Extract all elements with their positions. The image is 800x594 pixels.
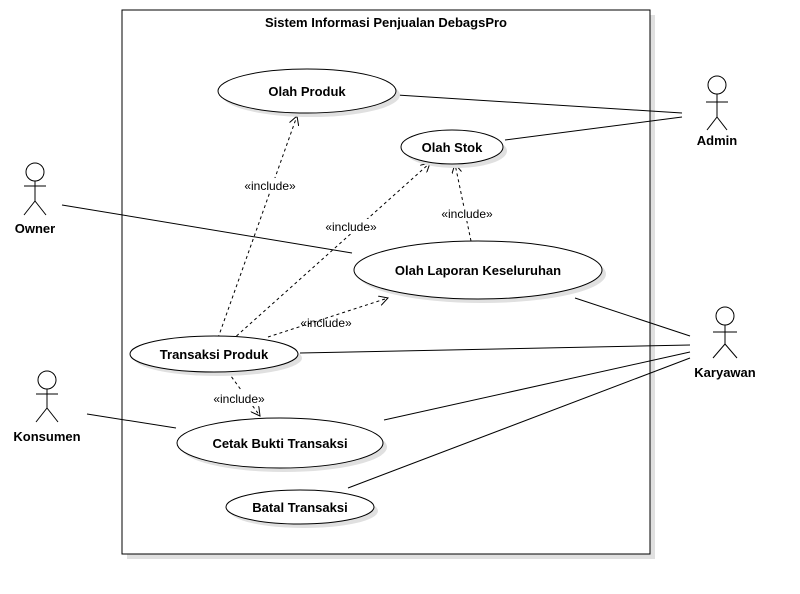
actor-label: Admin xyxy=(697,133,738,148)
use-case-label: Olah Stok xyxy=(422,140,483,155)
include-label: «include» xyxy=(300,316,352,330)
use-case-batal-transaksi[interactable]: Batal Transaksi xyxy=(225,489,378,528)
use-case-transaksi-produk[interactable]: Transaksi Produk xyxy=(129,335,302,376)
use-case-olah-produk[interactable]: Olah Produk xyxy=(217,68,400,117)
assoc-karyawan-olah-laporan xyxy=(574,297,691,337)
actor-konsumen[interactable]: Konsumen xyxy=(13,370,81,444)
assoc-konsumen-cetak xyxy=(86,413,177,429)
include-label: «include» xyxy=(325,220,377,234)
include-transaksi-olah-stok xyxy=(231,163,430,341)
actor-karyawan[interactable]: Karyawan xyxy=(694,306,756,380)
assoc-karyawan-cetak xyxy=(383,351,691,421)
system-title: Sistem Informasi Penjualan DebagsPro xyxy=(265,15,507,30)
actor-label: Owner xyxy=(15,221,55,236)
actor-owner[interactable]: Owner xyxy=(15,162,55,236)
actor-admin[interactable]: Admin xyxy=(697,75,738,148)
actor-head xyxy=(707,75,727,95)
include-label: «include» xyxy=(213,392,265,406)
use-case-label: Cetak Bukti Transaksi xyxy=(212,436,347,451)
associations xyxy=(61,94,691,489)
include-label: «include» xyxy=(244,179,296,193)
use-case-label: Olah Laporan Keseluruhan xyxy=(395,263,561,278)
assoc-owner-olah-laporan xyxy=(61,204,353,254)
assoc-admin-olah-produk xyxy=(396,94,683,114)
use-case-label: Transaksi Produk xyxy=(160,347,269,362)
use-case-label: Olah Produk xyxy=(268,84,346,99)
include-dependencies xyxy=(217,116,472,416)
actor-head xyxy=(715,306,735,326)
use-case-label: Batal Transaksi xyxy=(252,500,347,515)
actors: Admin Owner Karyawan Konsumen xyxy=(13,75,756,444)
use-case-olah-laporan[interactable]: Olah Laporan Keseluruhan xyxy=(353,240,606,303)
actor-label: Konsumen xyxy=(13,429,80,444)
use-cases: Olah Produk Olah Stok Olah Laporan Kesel… xyxy=(129,68,606,528)
use-case-olah-stok[interactable]: Olah Stok xyxy=(400,129,507,168)
include-label: «include» xyxy=(441,207,493,221)
assoc-karyawan-batal xyxy=(347,357,691,489)
use-case-cetak-bukti[interactable]: Cetak Bukti Transaksi xyxy=(176,417,387,472)
actor-head xyxy=(25,162,45,182)
actor-head xyxy=(37,370,57,390)
assoc-admin-olah-stok xyxy=(504,116,683,141)
include-labels: «include» «include» «include» «include» … xyxy=(209,178,497,406)
assoc-karyawan-transaksi xyxy=(299,344,691,354)
actor-label: Karyawan xyxy=(694,365,755,380)
include-laporan-olah-stok xyxy=(455,164,472,242)
